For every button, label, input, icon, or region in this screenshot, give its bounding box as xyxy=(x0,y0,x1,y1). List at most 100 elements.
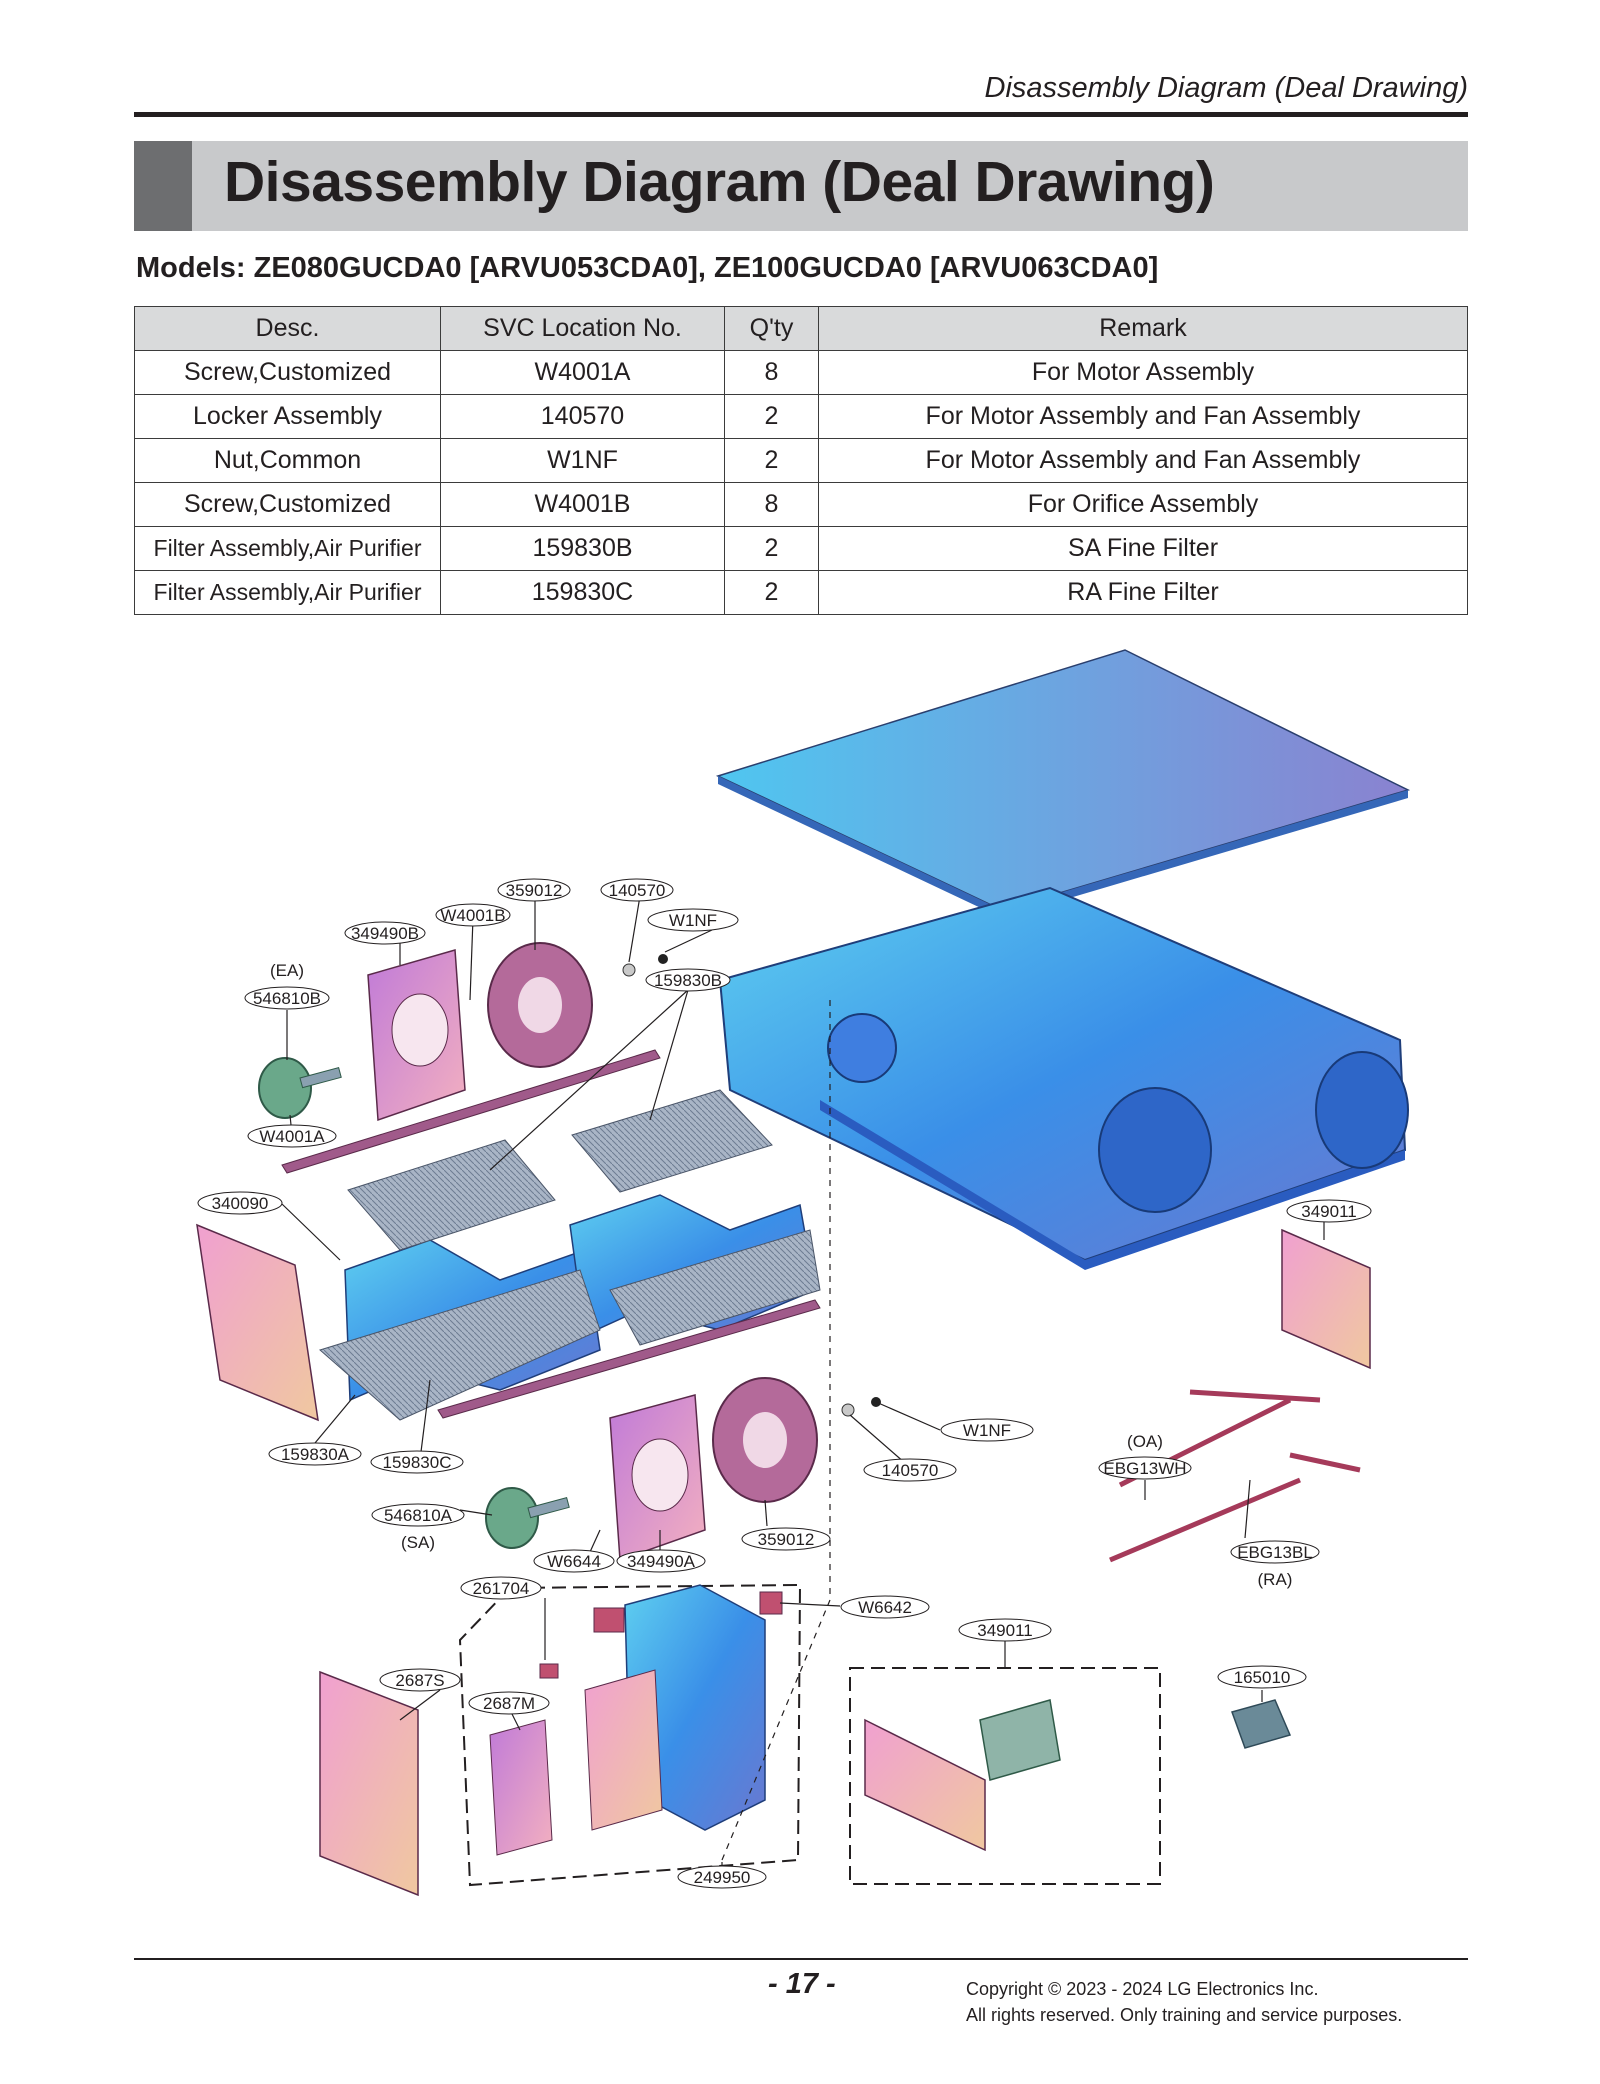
callout-EBG13WH: EBG13WH xyxy=(1098,1456,1192,1480)
table-cell: Locker Assembly xyxy=(134,394,441,439)
callout-349490B: 349490B xyxy=(344,921,426,945)
motor-546810B xyxy=(258,1057,312,1119)
access-panel-bottom xyxy=(864,1718,986,1852)
callout-165010: 165010 xyxy=(1217,1665,1307,1689)
locker-140570-bottom xyxy=(841,1403,855,1417)
page-title: Disassembly Diagram (Deal Drawing) xyxy=(224,150,1215,214)
header-rule xyxy=(134,112,1468,117)
table-cell: For Motor Assembly xyxy=(818,350,1468,395)
svg-text:140570: 140570 xyxy=(882,1461,939,1480)
callout-W6644: W6644 xyxy=(533,1549,615,1573)
svg-text:165010: 165010 xyxy=(1234,1668,1291,1687)
copyright-notice: Copyright © 2023 - 2024 LG Electronics I… xyxy=(966,1976,1402,2028)
callout-159830B: 159830B xyxy=(645,968,731,992)
motor-shaft-A xyxy=(527,1497,570,1519)
table-cell: Screw,Customized xyxy=(134,350,441,395)
top-cover-edge xyxy=(718,776,1408,918)
duct-collar-left xyxy=(1098,1087,1212,1213)
models-heading: Models: ZE080GUCDA0 [ARVU053CDA0], ZE100… xyxy=(136,252,1159,284)
parts-table: Desc. SVC Location No. Q'ty Remark Screw… xyxy=(134,306,1468,615)
callout-546810A: 546810A xyxy=(371,1503,465,1527)
callout-2687M: 2687M xyxy=(468,1691,550,1715)
control-panel-cover xyxy=(319,1670,419,1897)
table-cell: Nut,Common xyxy=(134,438,441,483)
damper-actuator xyxy=(979,1699,1061,1781)
table-cell: For Orifice Assembly xyxy=(818,482,1468,527)
blower-wheel-hub-top xyxy=(518,977,562,1033)
callout-140570-bottom: 140570 xyxy=(863,1458,957,1482)
callout-W1NF-top: W1NF xyxy=(647,908,739,932)
column-header: Desc. xyxy=(134,306,441,351)
fine-filter-159830C-right xyxy=(609,1229,821,1346)
svg-text:359012: 359012 xyxy=(506,881,563,900)
table-cell: 159830B xyxy=(440,526,725,571)
sensor-EBG13BL xyxy=(1109,1452,1361,1563)
svg-text:159830A: 159830A xyxy=(281,1445,350,1464)
svg-text:349490B: 349490B xyxy=(351,924,419,943)
filter-frame-340090 xyxy=(196,1223,319,1422)
svg-text:W4001B: W4001B xyxy=(440,906,505,925)
callout-249950: 249950 xyxy=(677,1865,767,1889)
table-cell: W1NF xyxy=(440,438,725,483)
callout-EBG13BL: EBG13BL xyxy=(1230,1540,1320,1564)
svg-text:546810B: 546810B xyxy=(253,989,321,1008)
table-cell: 140570 xyxy=(440,394,725,439)
table-row: Screw,Customized W4001A 8 For Motor Asse… xyxy=(134,350,1468,395)
connector-261704 xyxy=(539,1663,559,1679)
title-tab-accent xyxy=(134,141,192,231)
callout-340090: 340090 xyxy=(197,1191,283,1215)
label-EA: (EA) xyxy=(270,961,304,980)
table-cell: Filter Assembly,Air Purifier xyxy=(134,526,441,571)
column-header: Remark xyxy=(818,306,1468,351)
leader-lines xyxy=(281,895,1325,1880)
svg-text:349011: 349011 xyxy=(1301,1202,1356,1221)
bracket-165010 xyxy=(1231,1699,1292,1749)
svg-text:261704: 261704 xyxy=(473,1579,530,1598)
terminal-W6642 xyxy=(759,1591,783,1615)
svg-text:349011: 349011 xyxy=(977,1621,1032,1640)
svg-text:W6644: W6644 xyxy=(547,1552,601,1571)
callout-W6642: W6642 xyxy=(840,1595,930,1619)
svg-text:349490A: 349490A xyxy=(627,1552,696,1571)
orifice-opening-bottom xyxy=(631,1438,689,1512)
filter-rail-top xyxy=(281,1049,661,1174)
svg-text:340090: 340090 xyxy=(212,1194,269,1213)
svg-text:W1NF: W1NF xyxy=(669,911,717,930)
svg-text:359012: 359012 xyxy=(758,1530,815,1549)
top-cover-panel xyxy=(715,649,1411,911)
table-row: Filter Assembly,Air Purifier 159830B 2 S… xyxy=(134,526,1468,571)
table-cell: W4001A xyxy=(440,350,725,395)
callout-359012-bottom: 359012 xyxy=(741,1527,831,1551)
fine-filter-159830B-left xyxy=(347,1139,556,1251)
table-cell: Screw,Customized xyxy=(134,482,441,527)
copyright-line: Copyright © 2023 - 2024 LG Electronics I… xyxy=(966,1979,1319,1999)
svg-text:140570: 140570 xyxy=(609,881,666,900)
callout-359012-top: 359012 xyxy=(497,878,571,902)
pcb-2687M xyxy=(584,1669,663,1831)
table-cell: 2 xyxy=(724,526,819,571)
svg-text:W6642: W6642 xyxy=(858,1598,912,1617)
footer-rule xyxy=(134,1958,1468,1960)
callout-159830C: 159830C xyxy=(370,1450,464,1474)
duct-collar-right xyxy=(1315,1051,1409,1169)
svg-text:249950: 249950 xyxy=(694,1868,751,1887)
exploded-diagram: 359012 140570 W4001B 349490B W1NF 159830… xyxy=(196,649,1411,1897)
callout-546810B: 546810B xyxy=(244,986,330,1010)
svg-text:W1NF: W1NF xyxy=(963,1421,1011,1440)
table-row: Nut,Common W1NF 2 For Motor Assembly and… xyxy=(134,438,1468,483)
column-header: Q'ty xyxy=(724,306,819,351)
blower-wheel-hub-bottom xyxy=(743,1412,787,1468)
table-cell: W4001B xyxy=(440,482,725,527)
nut-W1NF-top xyxy=(658,954,668,964)
callout-159830A: 159830A xyxy=(268,1442,362,1466)
terminal-W6644 xyxy=(593,1607,625,1633)
table-row: Filter Assembly,Air Purifier 159830C 2 R… xyxy=(134,570,1468,615)
fine-filter-159830B-right xyxy=(571,1089,773,1193)
svg-text:159830B: 159830B xyxy=(654,971,722,990)
copyright-line: All rights reserved. Only training and s… xyxy=(966,2005,1403,2025)
label-SA: (SA) xyxy=(401,1533,435,1552)
title-band: Disassembly Diagram (Deal Drawing) xyxy=(134,141,1468,231)
table-row: Locker Assembly 140570 2 For Motor Assem… xyxy=(134,394,1468,439)
svg-text:2687M: 2687M xyxy=(483,1694,535,1713)
table-cell: For Motor Assembly and Fan Assembly xyxy=(818,394,1468,439)
